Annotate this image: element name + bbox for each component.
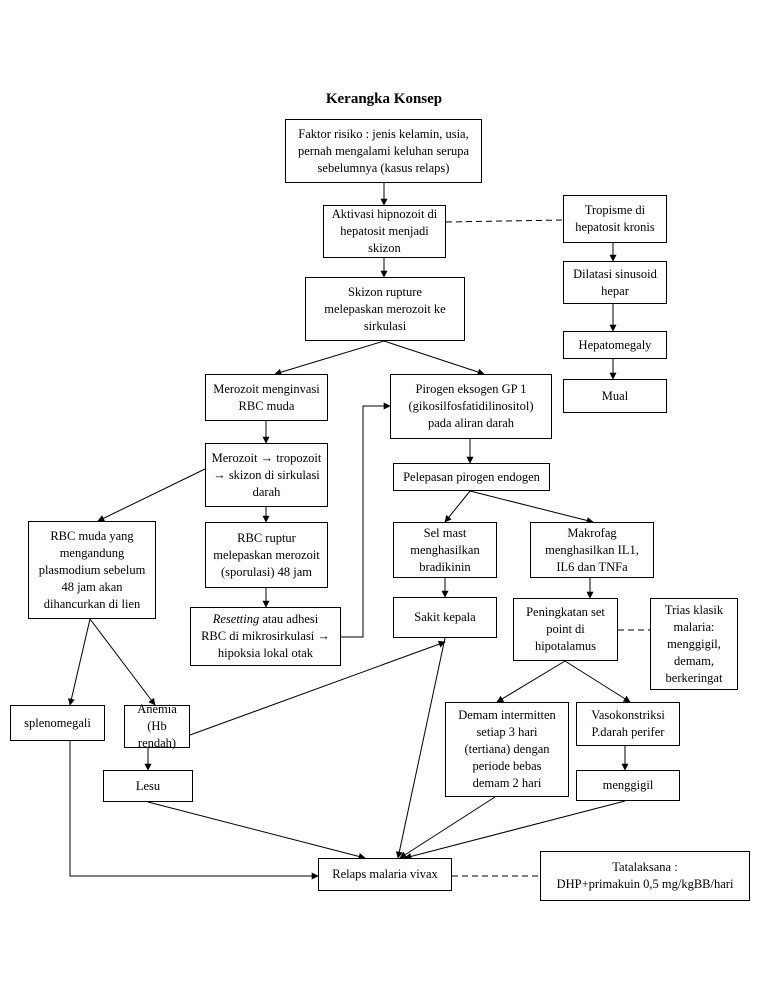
edge-resetting-pirogen bbox=[341, 402, 391, 638]
diagram-title: Kerangka Konsep bbox=[325, 91, 443, 107]
node-tropisme: Tropisme di hepatosit kronis bbox=[563, 195, 667, 243]
edge-skizon-pirogen bbox=[383, 340, 485, 376]
node-dilatasi-sinusoid: Dilatasi sinusoid hepar bbox=[563, 261, 667, 304]
node-rbc-muda: RBC muda yang mengandung plasmodium sebe… bbox=[28, 521, 156, 619]
edge-sakitkepala-relaps bbox=[395, 637, 446, 859]
edge-tropozoit-rbcmuda bbox=[97, 468, 206, 522]
node-skizon-rupture: Skizon rupture melepaskan merozoit ke si… bbox=[305, 277, 465, 341]
node-demam-intermitten: Demam intermitten setiap 3 hari (tertian… bbox=[445, 702, 569, 797]
edge-setpoint-vaso bbox=[564, 660, 631, 703]
node-trias-klasik: Trias klasik malaria: menggigil, demam, … bbox=[650, 598, 738, 690]
node-relaps-malaria: Relaps malaria vivax bbox=[318, 858, 452, 891]
node-anemia: Anemia (Hb rendah) bbox=[124, 702, 190, 750]
edge-lesu-relaps bbox=[147, 801, 366, 860]
edge-splenomegali-relaps bbox=[69, 741, 319, 880]
edge-skizon-merozoit bbox=[274, 340, 385, 376]
node-hepatomegaly: Hepatomegaly bbox=[563, 331, 667, 359]
node-pelepasan-pirogen: Pelepasan pirogen endogen bbox=[393, 463, 550, 491]
edge-pelepasan-makrofag bbox=[469, 490, 594, 524]
node-splenomegali: splenomegali bbox=[10, 705, 105, 741]
node-menggigil: menggigil bbox=[576, 770, 680, 801]
edge-setpoint-demam bbox=[496, 660, 566, 703]
node-set-point: Peningkatan set point di hipotalamus bbox=[513, 598, 618, 661]
node-sakit-kepala: Sakit kepala bbox=[393, 597, 497, 638]
node-merozoit-tropozoit: Merozoit → tropozoit → skizon di sirkula… bbox=[205, 443, 328, 507]
node-lesu: Lesu bbox=[103, 770, 193, 802]
node-faktor-risiko: Faktor risiko : jenis kelamin, usia, per… bbox=[285, 119, 482, 183]
node-merozoit-invasi: Merozoit menginvasi RBC muda bbox=[205, 374, 328, 421]
resetting-emphasis: Resetting bbox=[212, 612, 260, 626]
edge-demam-relaps bbox=[399, 796, 496, 859]
edge-rbcmuda-splenomegali bbox=[68, 618, 91, 706]
edge-anemia-sakitkepala bbox=[189, 640, 446, 736]
node-makrofag: Makrofag menghasilkan IL1, IL6 dan TNFa bbox=[530, 522, 654, 578]
edge-rbcmuda-anemia bbox=[89, 618, 156, 706]
node-mual: Mual bbox=[563, 379, 667, 413]
node-aktivasi-hipnozoit: Aktivasi hipnozoit di hepatosit menjadi … bbox=[323, 205, 446, 258]
node-sel-mast: Sel mast menghasilkan bradikinin bbox=[393, 522, 497, 578]
node-vasokonstriksi: Vasokonstriksi P.darah perifer bbox=[576, 702, 680, 746]
node-resetting: Resetting atau adhesi RBC di mikrosirkul… bbox=[190, 607, 341, 666]
resetting-text: atau adhesi RBC di mikrosirkulasi → hipo… bbox=[201, 612, 330, 660]
node-tatalaksana: Tatalaksana : DHP+primakuin 0,5 mg/kgBB/… bbox=[540, 851, 750, 901]
dashed-aktivasi-tropisme bbox=[445, 219, 564, 223]
node-pirogen-eksogen: Pirogen eksogen GP 1 (gikosilfosfatidili… bbox=[390, 374, 552, 439]
edge-pelepasan-selmast bbox=[444, 490, 471, 523]
node-rbc-ruptur: RBC ruptur melepaskan merozoit (sporulas… bbox=[205, 522, 328, 588]
edge-menggigil-relaps bbox=[404, 800, 626, 860]
